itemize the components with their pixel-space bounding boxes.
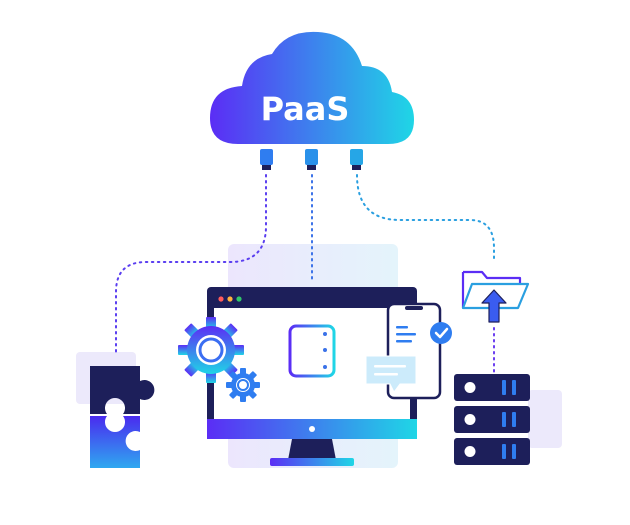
cloud-icon: PaaS [210, 31, 414, 144]
connection-line-left [115, 174, 267, 357]
connection-lines [115, 174, 495, 373]
window-minimize-dot [227, 296, 233, 302]
gear-icon [226, 368, 260, 402]
checkmark-badge-icon [430, 322, 452, 344]
monitor-power-dot [309, 426, 315, 432]
plug-connector-icon [350, 149, 363, 170]
plug-connector-icon [305, 149, 318, 170]
server-unit [454, 438, 530, 465]
background-panel-right [528, 390, 562, 448]
server-unit [454, 374, 530, 401]
puzzle-piece-bottom [90, 416, 140, 468]
monitor-base [270, 458, 354, 466]
plug-connectors [260, 149, 363, 170]
window-close-dot [218, 296, 224, 302]
database-icon [288, 324, 336, 378]
window-controls [218, 296, 242, 302]
server-rack-icon [454, 374, 530, 465]
chat-bubble-icon [365, 355, 417, 393]
puzzle-pieces-icon [90, 366, 155, 468]
connection-line-right [356, 174, 495, 263]
cloud-label: PaaS [261, 90, 350, 128]
folder-upload-icon [461, 270, 530, 323]
window-maximize-dot [236, 296, 242, 302]
puzzle-piece-top [90, 366, 155, 414]
upload-arrow-icon [481, 289, 507, 323]
server-unit [454, 406, 530, 433]
plug-connector-icon [260, 149, 273, 170]
monitor-stand [288, 439, 336, 460]
